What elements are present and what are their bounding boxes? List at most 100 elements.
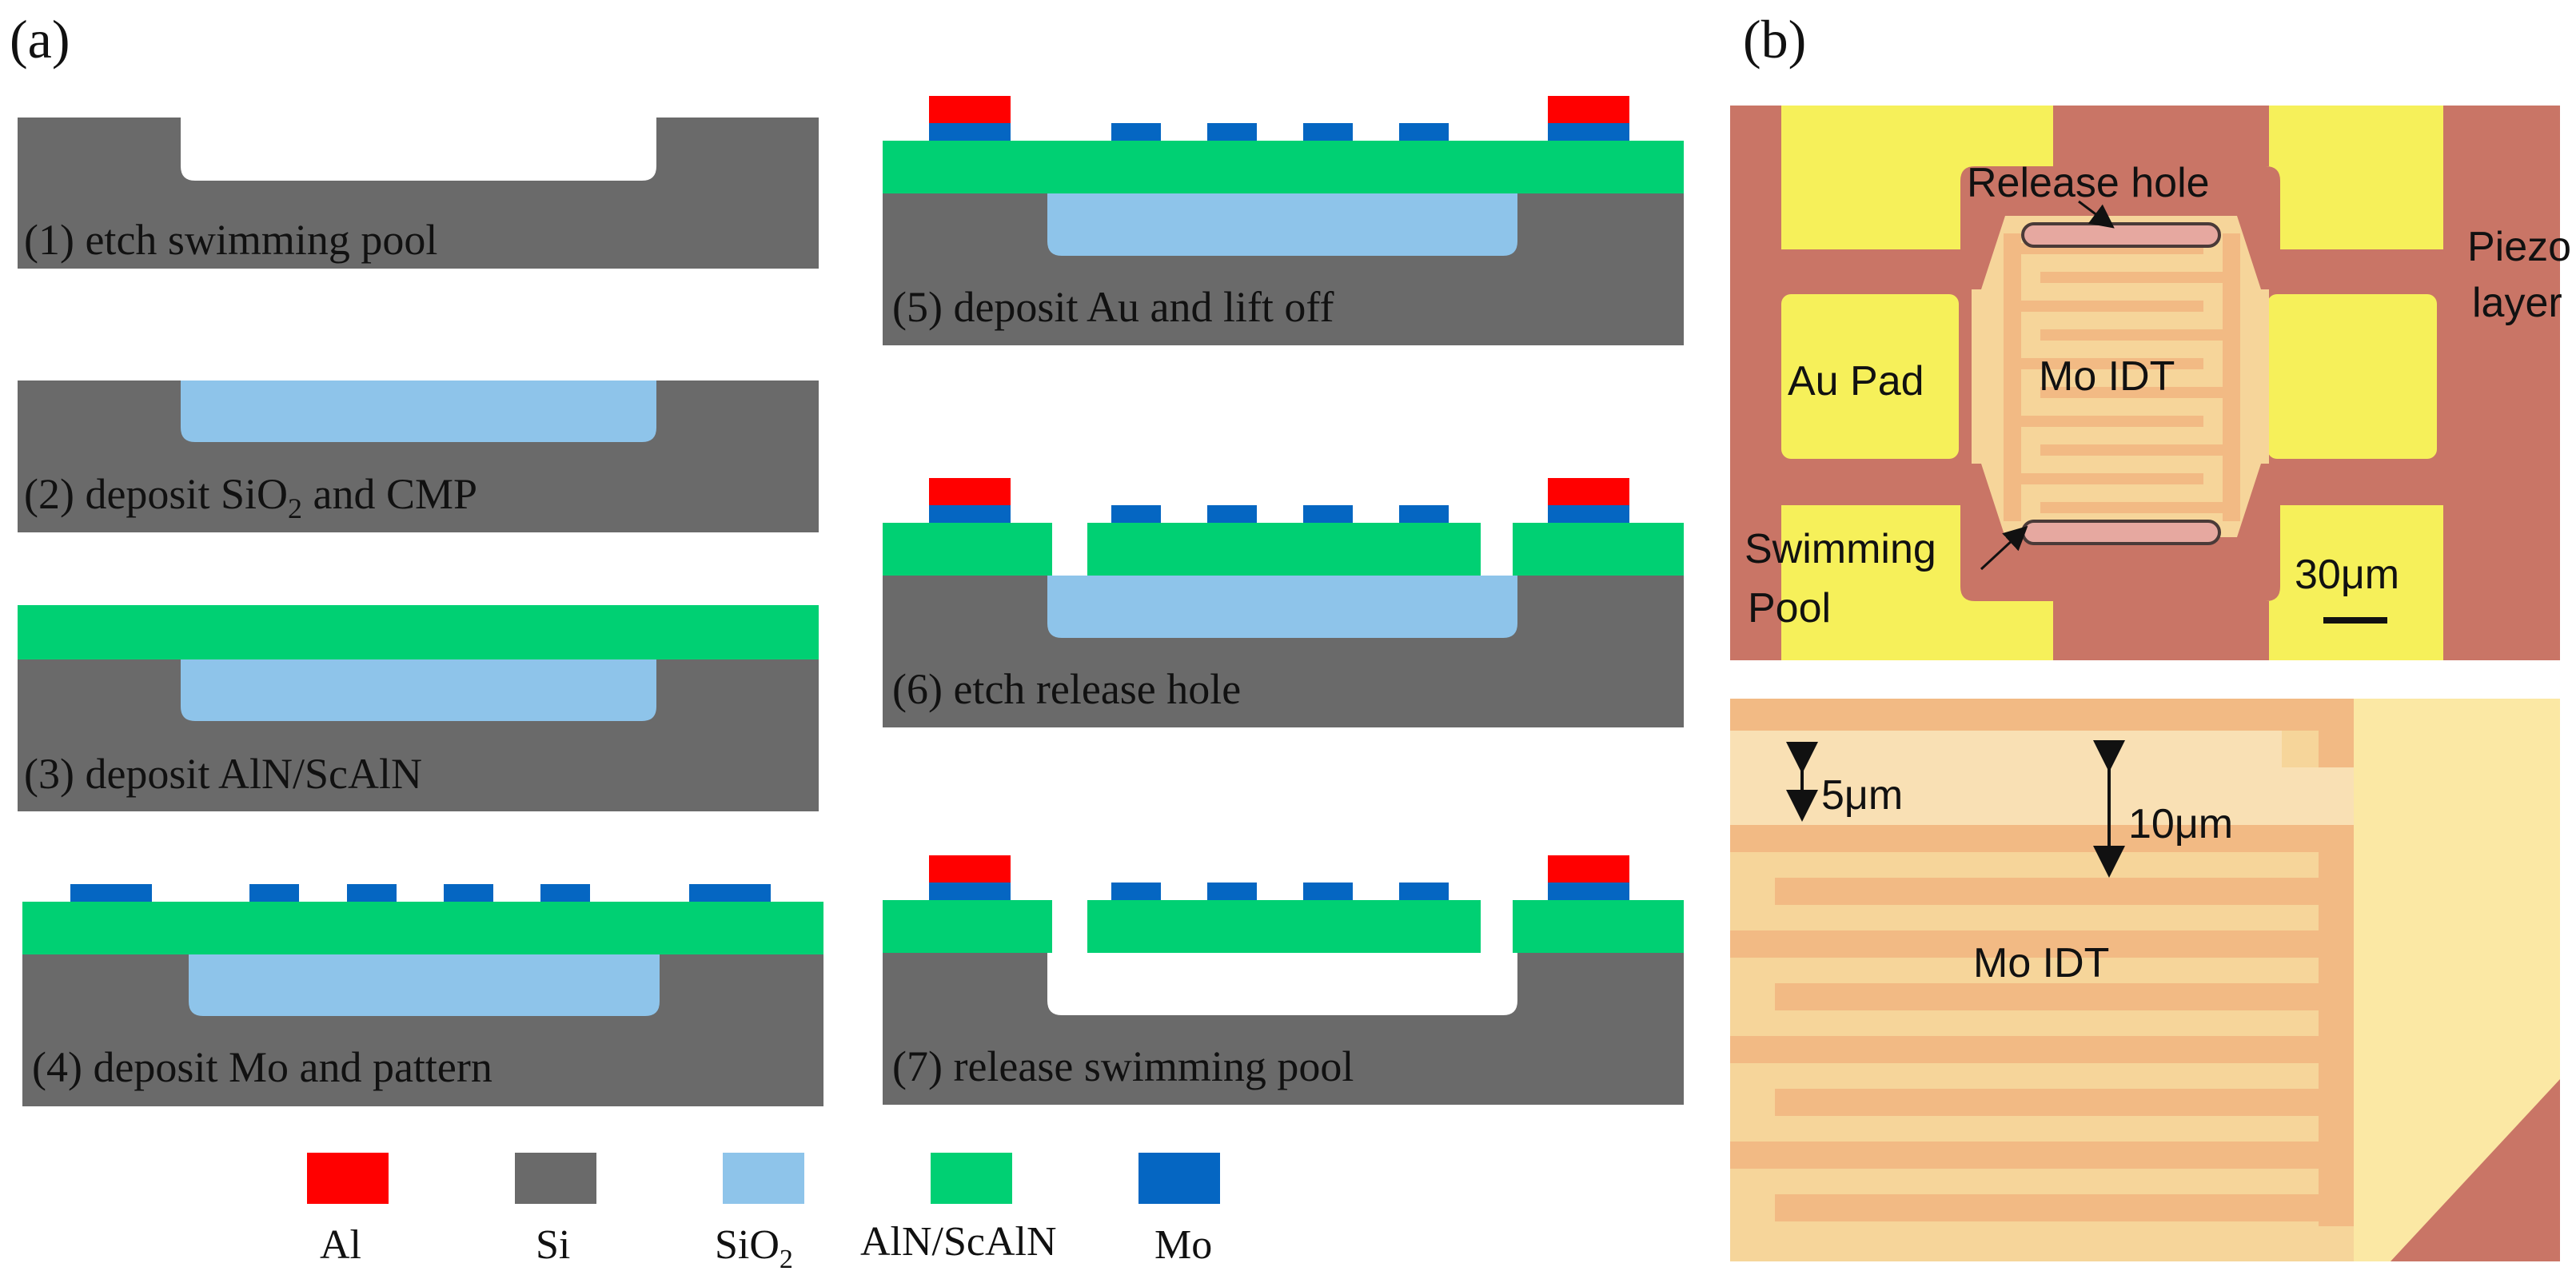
legend-swatch-sio2 bbox=[723, 1153, 804, 1204]
idt-finger bbox=[1775, 1194, 2354, 1221]
step-6-label: (6) etch release hole bbox=[892, 665, 1241, 713]
aln-layer bbox=[883, 900, 1052, 953]
idt-finger bbox=[2040, 329, 2240, 341]
aln-layer bbox=[1087, 900, 1481, 953]
aln-layer bbox=[883, 141, 1684, 193]
au-pad-bottom-right bbox=[2266, 505, 2443, 660]
swimming-pool-label-line2: Pool bbox=[1748, 585, 1831, 632]
dim-10um-label: 10μm bbox=[2128, 801, 2233, 847]
idt-finger bbox=[2040, 502, 2240, 513]
mo-idt-label-bottom: Mo IDT bbox=[1973, 940, 2109, 986]
al-pad bbox=[1548, 855, 1629, 883]
al-pad bbox=[929, 855, 1011, 883]
sio2-fill bbox=[181, 659, 656, 721]
aln-layer bbox=[1087, 523, 1481, 576]
mo-idt-top bbox=[2004, 233, 2240, 521]
panel-a-label: (a) bbox=[10, 9, 70, 70]
legend-label-al: Al bbox=[320, 1222, 361, 1268]
aln-layer bbox=[883, 523, 1052, 576]
membrane-region bbox=[1972, 216, 2269, 537]
legend-label-mo: Mo bbox=[1154, 1222, 1212, 1268]
mo-electrode bbox=[1111, 505, 1161, 523]
top-micrograph: Release hole Piezo layer Au Pad Mo IDT S… bbox=[1730, 106, 2571, 660]
step-6-diagram: (6) etch release hole bbox=[883, 478, 1684, 727]
al-pad bbox=[929, 96, 1011, 123]
legend-label-sio2: SiO2 bbox=[715, 1222, 793, 1274]
idt-finger bbox=[2040, 444, 2240, 456]
mo-electrode bbox=[1399, 505, 1449, 523]
legend-label-si: Si bbox=[536, 1222, 570, 1268]
idt-finger bbox=[1730, 1142, 2354, 1169]
step-1-label: (1) etch swimming pool bbox=[24, 216, 437, 264]
idt-finger bbox=[1775, 878, 2354, 905]
piezo-corner bbox=[2391, 1079, 2560, 1261]
aln-layer bbox=[1513, 900, 1684, 953]
mo-electrode bbox=[1111, 883, 1161, 900]
legend-swatch-al bbox=[307, 1153, 389, 1204]
mo-electrode bbox=[70, 884, 152, 902]
scale-bar-label: 30μm bbox=[2295, 552, 2399, 598]
step-7-label: (7) release swimming pool bbox=[892, 1042, 1354, 1090]
mo-electrode bbox=[347, 884, 397, 902]
sio2-fill bbox=[189, 954, 660, 1016]
legend-swatch-mo bbox=[1138, 1153, 1220, 1204]
au-pad-top-left bbox=[1781, 106, 2053, 249]
release-hole-label: Release hole bbox=[1967, 160, 2210, 206]
mo-electrode bbox=[540, 884, 590, 902]
bottom-micrograph: 5μm 10μm Mo IDT bbox=[1730, 699, 2560, 1261]
mo-electrode bbox=[1303, 123, 1353, 141]
au-pad-label: Au Pad bbox=[1788, 358, 1924, 404]
aln-layer bbox=[18, 605, 819, 659]
idt-finger bbox=[2040, 272, 2240, 283]
idt-finger bbox=[1730, 930, 2354, 958]
panel-b-label: (b) bbox=[1743, 9, 1806, 70]
piezo-label-line1: Piezo bbox=[2467, 224, 2571, 270]
idt-finger bbox=[1775, 1089, 2354, 1116]
mo-electrode bbox=[1207, 123, 1257, 141]
step-5-diagram: (5) deposit Au and lift off bbox=[883, 96, 1684, 345]
step-3-label: (3) deposit AlN/ScAlN bbox=[24, 750, 422, 798]
idt-finger bbox=[1775, 983, 2354, 1010]
idt-gap bbox=[1730, 731, 2282, 767]
idt-finger bbox=[1730, 767, 2354, 825]
sio2-fill bbox=[1047, 576, 1517, 638]
mo-electrode bbox=[444, 884, 493, 902]
mo-electrode bbox=[1207, 505, 1257, 523]
scale-bar bbox=[2323, 617, 2387, 624]
idt-finger bbox=[2004, 358, 2203, 369]
mo-electrode bbox=[1399, 123, 1449, 141]
mo-idt-bottom bbox=[1730, 699, 2354, 1226]
release-hole-top bbox=[2021, 222, 2221, 248]
au-pad-mid-right bbox=[2267, 294, 2437, 459]
mo-electrode bbox=[1207, 883, 1257, 900]
mo-electrode bbox=[1303, 505, 1353, 523]
step-1-diagram: (1) etch swimming pool bbox=[18, 118, 819, 269]
mo-pad bbox=[1548, 883, 1629, 900]
step-2-diagram: (2) deposit SiO2 and CMP bbox=[18, 381, 819, 532]
mo-idt-label-top: Mo IDT bbox=[2039, 353, 2175, 400]
legend-label-aln: AlN/ScAlN bbox=[860, 1219, 1057, 1265]
mo-pad bbox=[1548, 123, 1629, 141]
step-2-label: (2) deposit SiO2 and CMP bbox=[24, 470, 477, 524]
idt-finger bbox=[1730, 825, 2354, 852]
step-4-label: (4) deposit Mo and pattern bbox=[32, 1043, 492, 1091]
au-pad-top-right bbox=[2266, 106, 2443, 249]
piezo-label-line2: layer bbox=[2472, 280, 2562, 326]
legend-swatch-aln bbox=[931, 1153, 1012, 1204]
si-substrate bbox=[18, 118, 819, 269]
sio2-fill bbox=[1047, 193, 1517, 256]
sio2-fill bbox=[181, 381, 656, 442]
mo-pad bbox=[1548, 505, 1629, 523]
legend: Al Si SiO2 AlN/ScAlN Mo bbox=[307, 1153, 1220, 1274]
idt-finger bbox=[1730, 699, 2354, 731]
idt-finger bbox=[1730, 1036, 2354, 1063]
al-pad bbox=[1548, 96, 1629, 123]
release-hole-bottom bbox=[2021, 520, 2221, 545]
mo-electrode bbox=[249, 884, 299, 902]
mo-electrode bbox=[689, 884, 771, 902]
mo-pad bbox=[929, 123, 1011, 141]
swimming-pool-arrow bbox=[1980, 525, 2028, 571]
mo-electrode bbox=[1399, 883, 1449, 900]
al-pad bbox=[1548, 478, 1629, 505]
